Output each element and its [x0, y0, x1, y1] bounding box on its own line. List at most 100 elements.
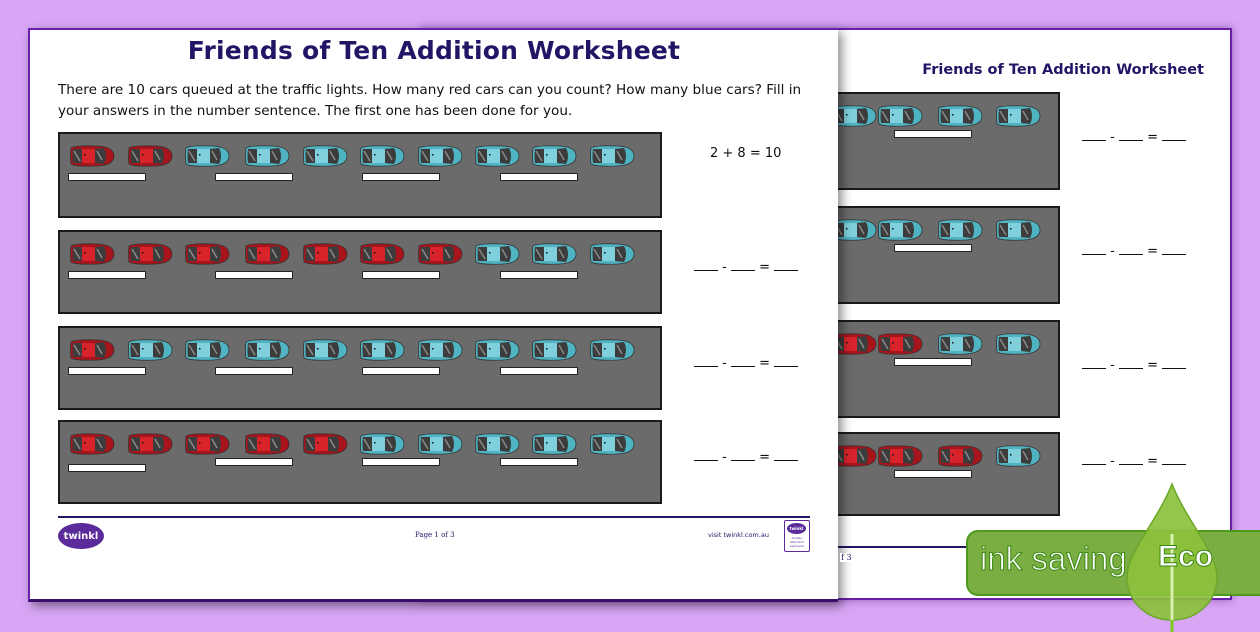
blue-car-icon — [994, 332, 1042, 356]
answer-blank[interactable] — [1162, 244, 1187, 255]
answer-blank[interactable] — [1118, 358, 1143, 369]
answer-blank[interactable] — [774, 356, 799, 367]
badge-logo: twinkl — [787, 523, 806, 534]
blue-car-icon — [473, 432, 521, 456]
red-car-icon — [68, 242, 116, 266]
number-sentence[interactable]: - = — [694, 260, 799, 275]
red-car-icon — [416, 242, 464, 266]
blue-car-icon — [876, 104, 924, 128]
operator: - — [718, 450, 731, 465]
equals-sign: = — [1142, 130, 1163, 145]
answer-blank[interactable] — [694, 450, 718, 461]
answer-blank[interactable] — [694, 356, 718, 367]
number-sentence[interactable]: - = — [1082, 244, 1187, 259]
road-marking — [215, 458, 293, 466]
answer-blank[interactable] — [1082, 454, 1106, 465]
red-car-icon — [876, 444, 924, 468]
answer-blank[interactable] — [1118, 130, 1143, 141]
answer-blank[interactable] — [1162, 358, 1187, 369]
blue-car-icon — [358, 144, 406, 168]
answer-blank[interactable] — [1118, 454, 1143, 465]
back-page-title: Friends of Ten Addition Worksheet — [922, 62, 1204, 78]
blue-car-icon — [530, 338, 578, 362]
road-strip — [58, 420, 662, 504]
red-car-icon — [183, 242, 231, 266]
operator: - — [718, 356, 731, 371]
instructions-text: There are 10 cars queued at the traffic … — [58, 82, 802, 119]
operator: - — [718, 260, 731, 275]
blue-car-icon — [936, 104, 984, 128]
operator: - — [1106, 358, 1119, 373]
answer-blank[interactable] — [1162, 454, 1187, 465]
road-marking — [894, 244, 972, 252]
road-marking — [362, 458, 440, 466]
answer-blank[interactable] — [1118, 244, 1143, 255]
number-sentence[interactable]: - = — [1082, 454, 1187, 469]
front-page-preview[interactable]: Friends of Ten Addition Worksheet There … — [28, 28, 838, 602]
road-strip — [58, 326, 662, 410]
red-car-icon — [830, 332, 878, 356]
road-marking — [894, 358, 972, 366]
road-marking — [68, 367, 146, 375]
red-car-icon — [301, 242, 349, 266]
blue-car-icon — [473, 144, 521, 168]
answer-blank[interactable] — [1162, 130, 1187, 141]
road-marking — [68, 464, 146, 472]
ink-saving-label: ink saving — [980, 540, 1128, 578]
road-marking — [500, 367, 578, 375]
equals-sign: = — [1142, 358, 1163, 373]
blue-car-icon — [183, 338, 231, 362]
back-page-footer-fragment: f 3 — [840, 553, 853, 562]
road-strip — [58, 230, 662, 314]
red-car-icon — [68, 432, 116, 456]
answer-blank[interactable] — [694, 260, 718, 271]
blue-car-icon — [358, 338, 406, 362]
website-link[interactable]: visit twinkl.com.au — [708, 531, 769, 539]
leaf-icon — [1126, 482, 1218, 632]
twinkl-logo[interactable]: twinkl — [58, 523, 104, 549]
road-strip — [58, 132, 662, 218]
number-sentence[interactable]: - = — [1082, 358, 1187, 373]
eco-label: Eco — [1157, 540, 1214, 574]
red-car-icon — [68, 144, 116, 168]
blue-car-icon — [588, 338, 636, 362]
page-number: Page 1 of 3 — [415, 531, 455, 539]
red-car-icon — [126, 432, 174, 456]
answer-blank[interactable] — [1082, 130, 1106, 141]
answer-blank[interactable] — [1082, 244, 1106, 255]
answer-blank[interactable] — [730, 356, 755, 367]
blue-car-icon — [994, 444, 1042, 468]
blue-car-icon — [416, 432, 464, 456]
blue-car-icon — [936, 332, 984, 356]
answer-blank[interactable] — [774, 260, 799, 271]
red-car-icon — [243, 432, 291, 456]
red-car-icon — [358, 242, 406, 266]
red-car-icon — [876, 332, 924, 356]
road-marking — [362, 271, 440, 279]
answer-blank[interactable] — [730, 450, 755, 461]
answer-blank[interactable] — [1082, 358, 1106, 369]
operator: - — [1106, 454, 1119, 469]
road-marking — [68, 173, 146, 181]
number-sentence[interactable]: - = — [694, 356, 799, 371]
road-marking — [362, 173, 440, 181]
blue-car-icon — [588, 144, 636, 168]
road-marking — [215, 271, 293, 279]
blue-car-icon — [588, 432, 636, 456]
number-sentence[interactable]: - = — [694, 450, 799, 465]
blue-car-icon — [530, 432, 578, 456]
road-marking — [500, 271, 578, 279]
blue-car-icon — [473, 242, 521, 266]
blue-car-icon — [301, 338, 349, 362]
answer-blank[interactable] — [774, 450, 799, 461]
equals-sign: = — [1142, 454, 1163, 469]
footer-rule — [58, 516, 810, 518]
blue-car-icon — [358, 432, 406, 456]
answer-blank[interactable] — [730, 260, 755, 271]
road-marking — [500, 458, 578, 466]
road-marking — [894, 470, 972, 478]
blue-car-icon — [530, 242, 578, 266]
blue-car-icon — [530, 144, 578, 168]
number-sentence[interactable]: - = — [1082, 130, 1187, 145]
blue-car-icon — [830, 218, 878, 242]
